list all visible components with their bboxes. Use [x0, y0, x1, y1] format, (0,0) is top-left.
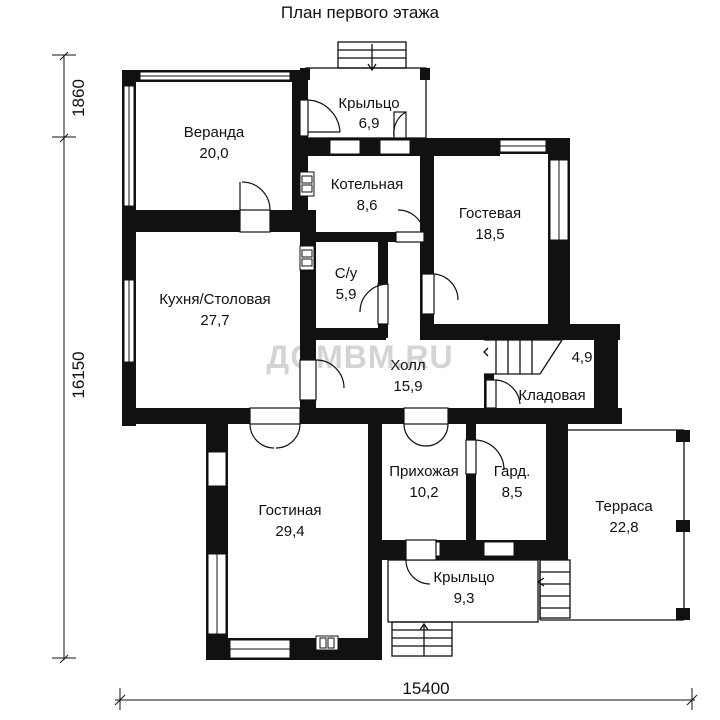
room-name: Терраса	[595, 498, 653, 515]
dimension-bottom: 15400	[402, 679, 449, 698]
room-area: 20,0	[199, 145, 228, 162]
room-area: 6,9	[359, 115, 380, 132]
dimension-left-main: 16150	[69, 351, 88, 398]
room-name: Холл	[390, 357, 425, 374]
dimension-left-top: 1860	[69, 79, 88, 117]
room-labels: Крыльцо 6,9 Веранда 20,0 Котельная 8,6 Г…	[159, 95, 653, 607]
room-area: 9,3	[454, 590, 475, 607]
room-area: 8,6	[357, 197, 378, 214]
room-area: 27,7	[200, 312, 229, 329]
room-area: 5,9	[336, 286, 357, 303]
room-area: 22,8	[609, 519, 638, 536]
room-name: Гостевая	[459, 205, 521, 222]
room-name: Котельная	[331, 176, 404, 193]
room-name: Гард.	[494, 463, 531, 480]
doors	[239, 99, 521, 585]
room-name: Крыльцо	[433, 569, 494, 586]
room-name: Кухня/Столовая	[159, 291, 270, 308]
watermark: ДОМВМ.RU	[266, 339, 453, 375]
equipment	[299, 171, 339, 651]
dimension-lines	[52, 51, 698, 710]
room-name: Крыльцо	[338, 95, 399, 112]
room-name: С/у	[335, 265, 358, 282]
room-name: Веранда	[184, 124, 245, 141]
room-area: 10,2	[409, 484, 438, 501]
room-name: Прихожая	[389, 463, 459, 480]
plan-title: План первого этажа	[281, 3, 440, 22]
room-area: 15,9	[393, 378, 422, 395]
room-area: 4,9	[572, 349, 593, 366]
room-area: 8,5	[502, 484, 523, 501]
room-name: Кладовая	[518, 387, 585, 404]
room-area: 29,4	[275, 523, 304, 540]
room-name: Гостиная	[259, 502, 322, 519]
room-area: 18,5	[475, 226, 504, 243]
